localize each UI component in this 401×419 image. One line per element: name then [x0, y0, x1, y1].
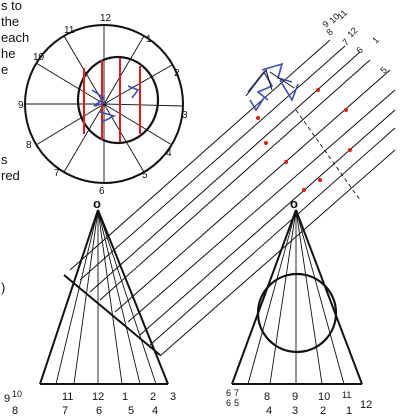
- base-label: 2: [320, 405, 326, 417]
- base-label: 7: [62, 405, 68, 417]
- ray-label: 9: [320, 19, 331, 30]
- base-label: 1: [346, 405, 352, 417]
- clock-label: 11: [64, 25, 75, 36]
- clock-label: 2: [174, 68, 180, 79]
- right-apex-label: o: [290, 196, 298, 211]
- base-label: 3: [292, 405, 298, 417]
- ray-label: 8: [324, 27, 335, 38]
- ray-label: 12: [345, 25, 359, 39]
- right-cone-circle: [256, 272, 338, 354]
- clock-labels: 12 11 10 9 8 7 6 5 4 3 2 1: [18, 13, 188, 197]
- ray-label: 7: [340, 37, 351, 48]
- clock-label: 1: [146, 34, 152, 45]
- clock-label: 5: [142, 170, 148, 181]
- right-base-labels: 6 7 8 9 10 11 6 5 4 3 2 1 12: [226, 388, 372, 417]
- ray-label: 6: [354, 45, 365, 56]
- base-label-sup: 6: [226, 388, 231, 398]
- base-label: 6: [226, 398, 231, 408]
- plan-blue-marks: [91, 85, 140, 123]
- base-label: 12: [360, 399, 372, 411]
- clock-label: 7: [54, 168, 60, 179]
- plan-view: [24, 24, 184, 184]
- clock-label: 9: [18, 100, 24, 111]
- base-label: 9: [4, 393, 10, 405]
- base-label: 8: [12, 405, 18, 417]
- clock-label: 4: [166, 148, 172, 159]
- margin-line: ): [1, 280, 6, 295]
- base-label: 11: [342, 390, 351, 400]
- inner-ellipse: [76, 55, 160, 145]
- base-label: 2: [150, 391, 156, 403]
- left-base-labels: 9 10 11 12 1 2 3 8 7 6 5 4: [4, 389, 176, 417]
- base-label-sup: 10: [12, 389, 22, 399]
- margin-line: s to: [1, 0, 22, 13]
- base-label: 12: [92, 391, 104, 403]
- margin-line: each: [1, 30, 30, 45]
- base-label: 5: [234, 398, 239, 408]
- base-label: 11: [62, 391, 73, 403]
- red-dots: [256, 88, 352, 192]
- clock-label: 6: [99, 186, 105, 197]
- margin-line: red: [1, 168, 20, 183]
- margin-line: e: [1, 62, 9, 77]
- base-label: 5: [128, 405, 134, 417]
- base-label: 4: [152, 405, 158, 417]
- projection-rays: [69, 39, 396, 357]
- margin-line: he: [1, 46, 16, 61]
- base-label: 3: [170, 391, 176, 403]
- ray-label: 1: [370, 35, 381, 46]
- margin-line: s: [1, 152, 8, 167]
- margin-line: the: [1, 14, 20, 29]
- base-label: 4: [266, 405, 272, 417]
- clock-label: 12: [100, 13, 112, 24]
- left-apex-label: o: [93, 196, 101, 211]
- dashed-guide: [295, 109, 361, 201]
- clock-label: 3: [182, 110, 188, 121]
- base-label: 6: [96, 405, 102, 417]
- blue-cluster: [247, 62, 299, 112]
- cluster-ink: [245, 68, 295, 97]
- left-cone: [39, 209, 169, 385]
- base-label: 8: [264, 391, 270, 403]
- right-cone: [231, 209, 363, 385]
- clock-label: 8: [26, 140, 32, 151]
- base-label: 10: [318, 391, 330, 403]
- base-label: 7: [234, 388, 239, 398]
- base-label: 9: [292, 391, 298, 403]
- ray-label: 5: [378, 65, 389, 76]
- ray-labels: 9 10 11 8 12 7 1 6 5: [320, 8, 389, 76]
- clock-label: 10: [33, 52, 45, 63]
- base-label: 1: [122, 391, 128, 403]
- red-chords: [83, 58, 141, 142]
